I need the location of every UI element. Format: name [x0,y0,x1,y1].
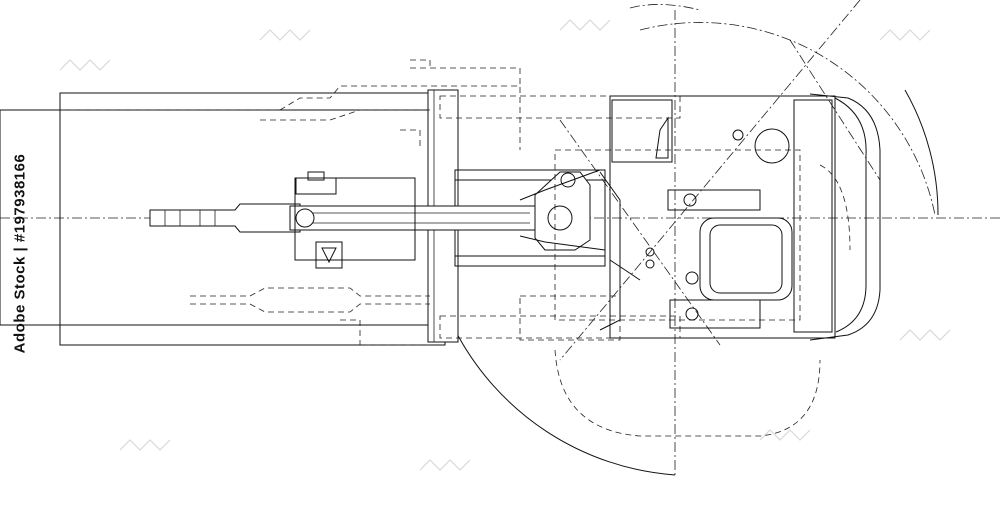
large-dash-arc [639,22,936,216]
top-dash-arc [629,4,701,11]
lower-cylinder-extension [190,287,621,346]
cab-left-detail [599,171,655,331]
bucket-attachment [294,171,416,269]
right-track [439,315,681,339]
diagonal-dashline-3 [559,119,721,346]
stock-id-text: Adobe Stock | #197938166 [11,153,29,354]
diagonal-dashline-2 [789,39,881,181]
swing-radius-arc [454,329,676,476]
upper-structure [554,93,881,437]
watermark-pattern [59,19,951,471]
upper-cylinder-extension [60,59,521,150]
swing-joint [519,169,606,251]
boom-arm [149,203,541,233]
stock-id-label: Adobe Stock | #197938166 [0,0,40,507]
left-track [439,95,681,119]
diagonal-dashline-1 [559,0,861,361]
outer-arc-right [904,89,939,216]
